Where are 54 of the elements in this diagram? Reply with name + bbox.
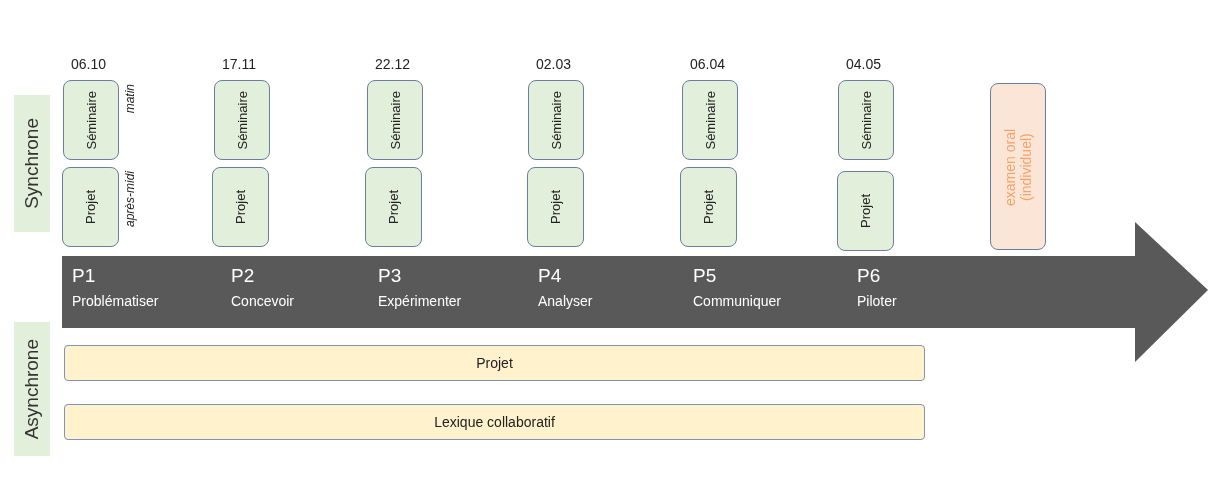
box-text: Projet xyxy=(233,190,248,224)
date-label: 22.12 xyxy=(375,56,411,72)
date-label: 17.11 xyxy=(222,56,256,72)
session-box xyxy=(838,80,894,160)
date-label: 06.04 xyxy=(690,56,726,72)
box-text: Séminaire xyxy=(234,90,250,150)
box-text: Lexique collaboratif xyxy=(434,414,555,430)
phase-name: Concevoir xyxy=(231,293,295,309)
section-label xyxy=(14,95,50,232)
session-box xyxy=(367,80,423,160)
session-box xyxy=(527,167,584,247)
phase-name: Problématiser xyxy=(72,293,159,309)
date-label: 02.03 xyxy=(536,56,572,72)
date-label: 06.10 xyxy=(71,56,107,72)
phase-number: P1 xyxy=(72,265,96,287)
box-text: examen oral (individuel) xyxy=(1002,127,1034,208)
section-label xyxy=(14,322,50,456)
phase-number: P2 xyxy=(231,265,255,287)
box-text: Projet xyxy=(476,355,513,371)
date-label: 04.05 xyxy=(846,56,882,72)
box-text: Séminaire xyxy=(548,90,564,150)
session-box xyxy=(682,80,738,160)
box-text: Séminaire xyxy=(858,90,874,150)
phase-number: P6 xyxy=(857,265,881,287)
box-text: Projet xyxy=(701,190,716,224)
box-text: Projet xyxy=(386,190,401,224)
box-text: Projet xyxy=(548,190,563,224)
session-box xyxy=(214,80,270,160)
box-text: Projet xyxy=(83,190,98,224)
session-box xyxy=(680,167,737,247)
activity-bar xyxy=(64,404,925,440)
box-text: Séminaire xyxy=(702,90,718,150)
phase-name: Analyser xyxy=(538,293,593,309)
phase-name: Expérimenter xyxy=(378,293,462,309)
activity-bar xyxy=(64,345,925,381)
session-box xyxy=(837,171,894,251)
exam-box xyxy=(990,83,1046,250)
session-box xyxy=(212,167,269,247)
box-text: Projet xyxy=(858,194,873,228)
time-note: après-midi xyxy=(123,171,137,227)
session-box xyxy=(63,80,119,160)
phase-number: P3 xyxy=(378,265,402,287)
section-title: Synchrone xyxy=(21,118,43,209)
phase-number: P5 xyxy=(693,265,717,287)
section-title: Asynchrone xyxy=(21,338,43,440)
phase-number: P4 xyxy=(538,265,562,287)
box-text: Séminaire xyxy=(83,90,99,150)
session-box xyxy=(365,167,422,247)
box-text: Séminaire xyxy=(387,90,403,150)
phase-name: Communiquer xyxy=(693,293,781,309)
session-box xyxy=(528,80,584,160)
time-note: matin xyxy=(123,84,137,114)
phase-name: Piloter xyxy=(857,293,897,309)
session-box xyxy=(62,167,119,247)
